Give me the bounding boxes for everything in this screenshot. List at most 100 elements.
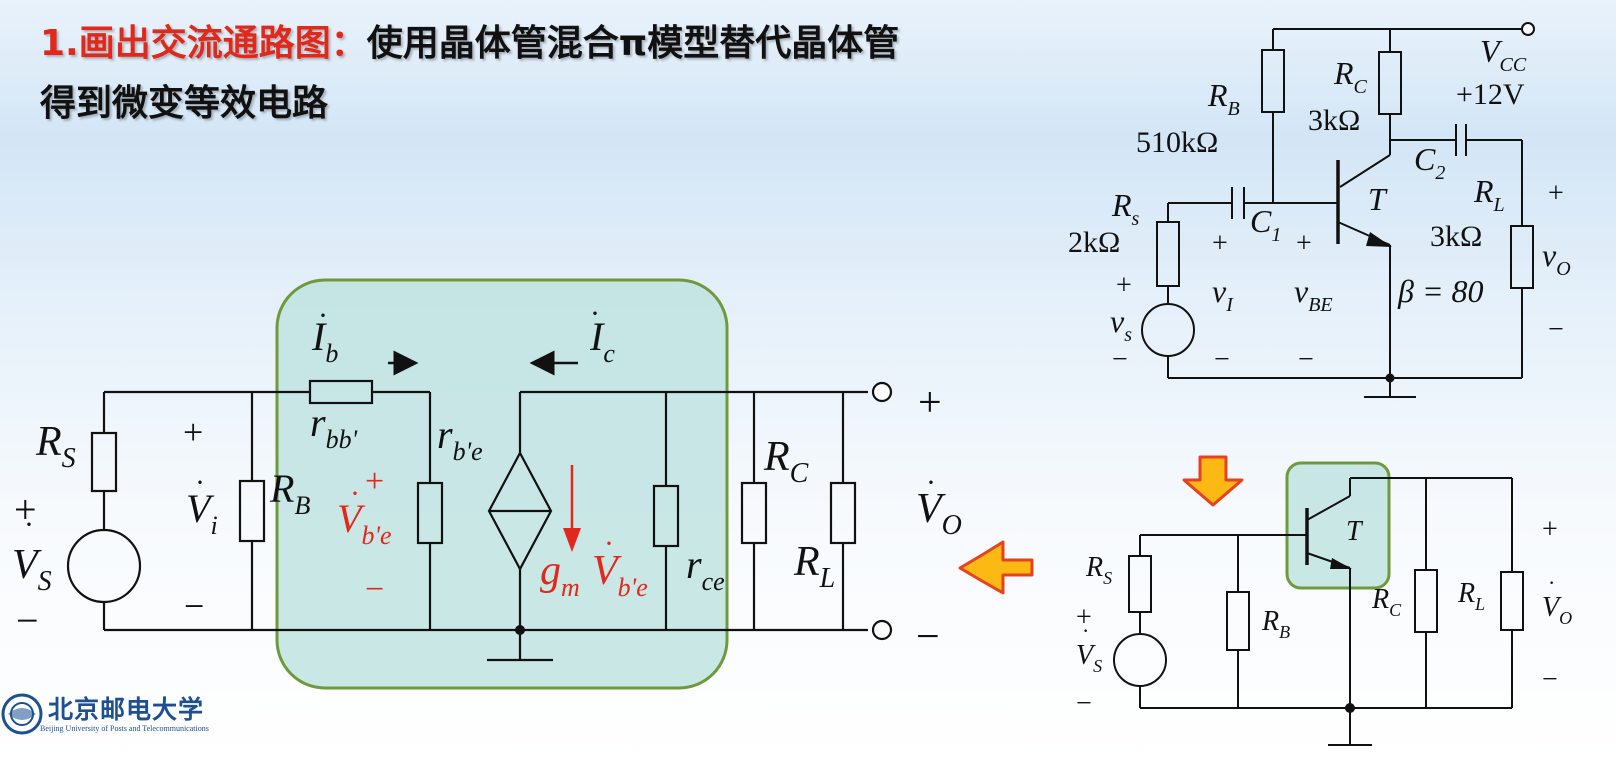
label-vo-plus-orig: + [1548,178,1564,209]
label-vi-plus: + [183,412,203,452]
label-vi: Vi [186,486,218,540]
orig-source-circle [1141,303,1195,357]
label-ac-vs: VS [1076,640,1102,676]
ac-transistor-box [1285,461,1391,590]
label-rl: RL [793,539,835,594]
label-gm: gm [540,548,580,602]
label-ac-t: T [1346,516,1364,547]
title-highlight: 1.画出交流通路图： [40,23,367,64]
label-ac-vs-plus: + [1076,602,1092,633]
vs-source-circle [66,528,142,604]
label-ac-vo: VO [1542,592,1572,628]
label-ib: Ib [311,314,338,368]
vcc-terminal [1521,22,1535,36]
dot-ib: · [318,299,328,332]
label-vcc: VCC [1480,33,1527,76]
label-vo-minus: − [916,614,940,660]
label-orig-rb-value: 510kΩ [1136,126,1218,159]
rb-resistor [238,479,266,543]
label-ac-rs: RS [1085,552,1112,588]
label-vo-orig: vO [1542,237,1571,280]
label-vi-orig: vI [1212,273,1234,316]
label-beta: β = 80 [1397,273,1484,309]
dot-gmv: · [604,527,614,560]
label-vbe-plus: + [365,463,384,500]
dot-ic: · [590,297,600,330]
output-terminal-bottom [871,619,893,641]
orig-rc-resistor [1378,51,1402,115]
label-orig-t: T [1368,181,1388,217]
label-vbe-minus-orig: − [1298,344,1314,375]
dot-vbe: · [350,477,360,510]
label-c1: C1 [1250,203,1281,246]
ac-rb-resistor [1226,591,1250,651]
hybrid-pi-box [275,278,729,690]
orig-rl-resistor [1510,225,1534,289]
label-rs: RS [35,419,76,474]
label-ac-rb: RB [1261,606,1290,642]
university-name-en: Beijing University of Posts and Telecomm… [40,724,209,733]
dot-vi: · [195,466,205,499]
ac-rl-resistor [1500,571,1524,631]
label-orig-rc-value: 3kΩ [1308,104,1360,137]
label-vo: VO [916,486,962,541]
label-ic: Ic [589,314,615,368]
output-terminal-top [871,381,893,403]
label-c2: C2 [1414,141,1445,184]
label-rb: RB [269,466,310,520]
label-vs-minus: − [16,598,39,643]
label-vs-plus: + [14,487,37,532]
label-orig-rb: RB [1207,77,1240,120]
ac-rs-resistor [1128,555,1152,613]
university-logo: 北京邮电大学 Beijing University of Posts and T… [0,690,240,740]
label-vs-minus-orig: − [1112,344,1128,375]
label-ac-vo-minus: − [1542,664,1558,695]
label-vo-minus-orig: − [1548,314,1564,345]
dot-vo: · [926,466,936,499]
ac-source-circle [1113,633,1167,687]
original-circuit: VCC +12V RB 510kΩ RC 3kΩ C2 T RL 3kΩ Rs … [1068,22,1571,398]
label-vbe-minus: − [365,571,384,608]
label-orig-rc: RC [1333,55,1368,98]
label-rc: RC [763,434,809,489]
rl-resistor [829,481,857,545]
dot-vs: · [24,508,34,541]
equivalent-circuit: RS + · VS − + · Vi − RB · Ib · Ic rbb' r… [12,278,962,690]
label-vo-plus: + [918,380,942,426]
label-orig-rl-value: 3kΩ [1430,220,1482,253]
label-vi-plus-orig: + [1212,228,1228,259]
label-vi-minus: − [184,586,204,626]
label-rbe: rb'e [437,412,483,466]
label-orig-rs: Rs [1111,187,1140,230]
ac-rc-resistor [1414,569,1438,633]
gm-arrow-head [563,528,581,552]
label-ac-rl: RL [1457,578,1485,614]
rbb-resistor [308,379,374,405]
left-pointer-arrow-icon [958,540,1034,595]
rs-resistor [90,431,118,493]
university-emblem-icon [1,693,43,735]
orig-rs-resistor [1156,221,1180,287]
label-ac-rc: RC [1371,584,1402,620]
university-name: 北京邮电大学 [48,695,205,724]
orig-rb-resistor [1261,49,1285,113]
dot-ac-vo: · [1548,570,1555,595]
label-rce: rce [686,542,725,596]
label-vbe-orig: vBE [1294,273,1333,316]
label-vs: VS [12,542,52,597]
title-rest: 使用晶体管混合π模型替代晶体管 [366,23,900,64]
ac-circuit: RS + · VS − RB T RC RL + · VO − [1076,461,1572,746]
label-vbe-plus-orig: + [1296,228,1312,259]
slide-subtitle: 得到微变等效电路 [40,83,329,124]
label-vi-minus-orig: − [1214,344,1230,375]
dot-ac-vs: · [1082,618,1089,643]
label-gmv: Vb'e [592,548,648,602]
ac-emitter-arrow [1330,558,1352,569]
label-vcc-value: +12V [1456,78,1525,111]
label-vs-orig: vs [1110,303,1132,346]
label-orig-rl: RL [1473,173,1505,216]
orig-emitter-arrow [1366,232,1392,247]
label-vbe: Vb'e [337,496,392,550]
label-ac-vo-plus: + [1542,514,1558,545]
